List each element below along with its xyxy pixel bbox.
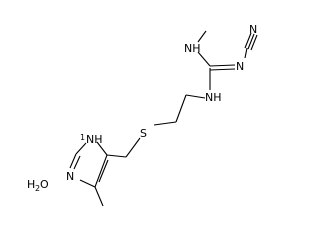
bond-ring-c2-n3-a xyxy=(69,153,77,169)
bonds xyxy=(69,30,258,207)
bond-central-carbon-imine-a xyxy=(209,64,236,67)
water-oxygen: O xyxy=(40,178,49,191)
bond-ring-c4-methyl xyxy=(94,186,104,207)
bond-ring-n3-c4 xyxy=(79,179,96,188)
bond-nh-chain-ch2 xyxy=(185,94,206,99)
water-hydrogen: H xyxy=(27,178,35,191)
bond-central-carbon-imine-b xyxy=(209,68,236,71)
bond-nitrile-triple-b xyxy=(247,33,255,50)
bond-sulfur-ch2 xyxy=(125,137,141,158)
bond-nitrile-triple-c xyxy=(250,34,258,51)
atom-ring-n: N xyxy=(66,170,74,183)
atom-ring-nh: NH xyxy=(86,133,103,146)
bond-ring-c4-c5-a xyxy=(94,154,108,188)
atom-labels: NH N N NH S 1 NH N xyxy=(66,23,257,183)
water-subscript: 2 xyxy=(35,184,40,193)
bond-nh-central-carbon xyxy=(197,51,211,67)
atom-nh-chain: NH xyxy=(205,91,222,104)
bond-imine-nitrile-carbon xyxy=(244,47,248,59)
atom-nh-methyl: NH xyxy=(184,42,201,55)
bond-ch2-sulfur xyxy=(153,121,177,126)
atom-sulfur: S xyxy=(140,127,147,140)
bond-nitrile-triple-a xyxy=(244,32,252,49)
atom-n-nitrile: N xyxy=(249,23,257,36)
atom-n-imine: N xyxy=(236,60,244,73)
bond-ring-c2-n3-b xyxy=(73,155,81,170)
bond-methyl-nh xyxy=(197,30,207,43)
atom-ring-n-prefix: 1 xyxy=(80,133,85,142)
water-formula: H 2 O xyxy=(27,178,49,193)
bond-ch2-ring-c5 xyxy=(106,154,127,158)
bond-ring-nh-c2 xyxy=(75,142,87,155)
molecule-structure: NH N N NH S 1 NH N H 2 O xyxy=(27,23,258,207)
bond-ring-c4-c5-b xyxy=(98,159,109,183)
bond-ch2-ch2 xyxy=(175,94,187,123)
bond-ring-c5-nh xyxy=(96,141,108,156)
